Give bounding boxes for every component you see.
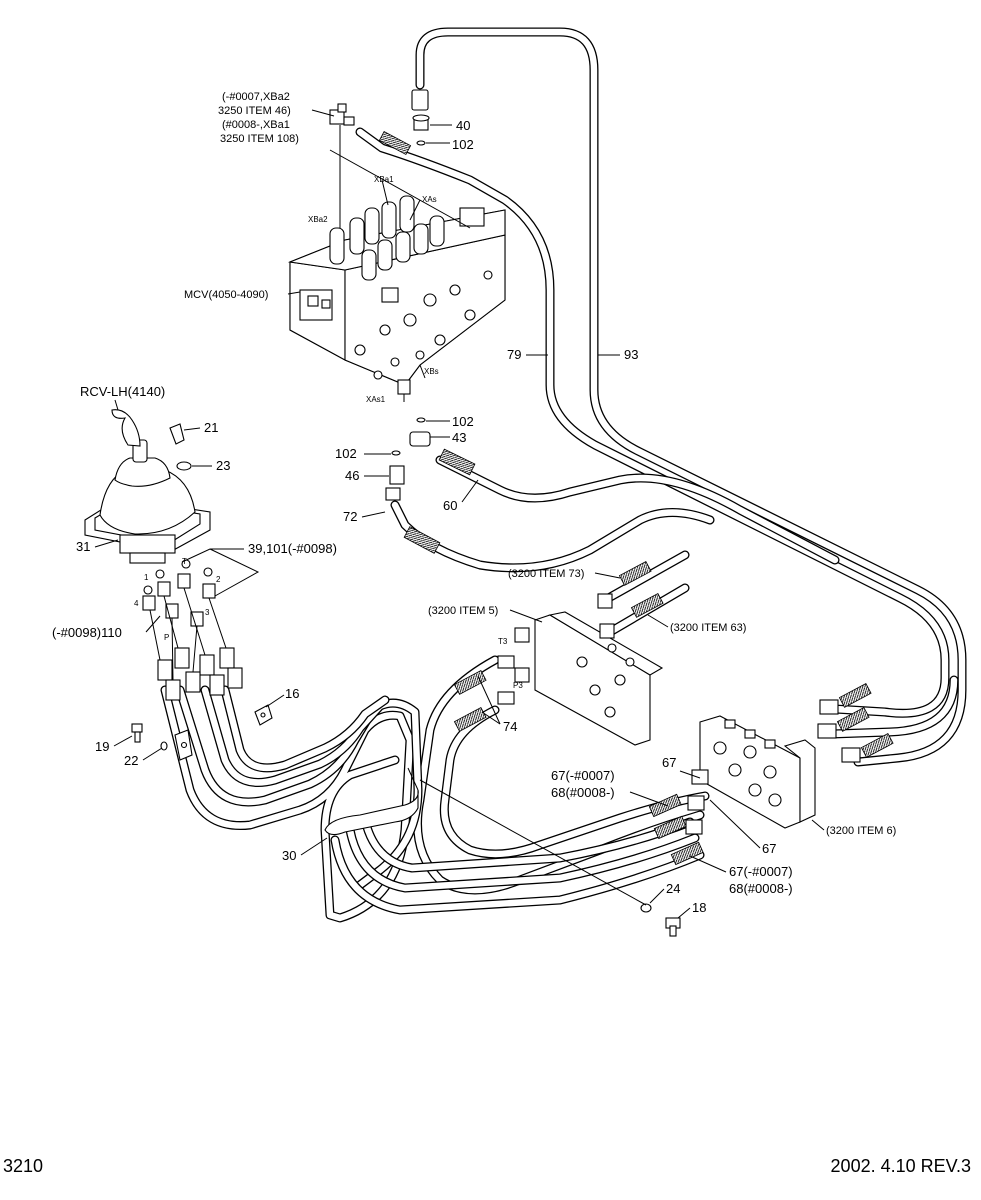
- part-110: (-#0098)110: [52, 625, 122, 640]
- port-label-xba1: XBa1: [374, 175, 394, 184]
- port-p3: P3: [513, 681, 523, 690]
- part-60: 60: [443, 498, 457, 513]
- part-21: 21: [204, 420, 218, 435]
- port-label-xas: XAs: [422, 195, 437, 204]
- hose-72: [390, 500, 715, 573]
- part-102-mid: 102: [452, 414, 474, 429]
- mcv-note-line-3: (#0008-,XBa1: [222, 119, 290, 131]
- item-6-label: (3200 ITEM 6): [826, 825, 896, 837]
- part-67-68-a-line1: 67(-#0007): [551, 768, 615, 783]
- hose-bundle-rcv: [160, 685, 705, 923]
- mcv-note-line-2: 3250 ITEM 46): [218, 105, 291, 117]
- port-num-2: 2: [216, 575, 221, 584]
- part-74: 74: [503, 719, 517, 734]
- mcv-valve-block: [287, 125, 506, 402]
- item-73-label: (3200 ITEM 73): [508, 568, 584, 580]
- port-label-xbs: XBs: [424, 367, 439, 376]
- part-30: 30: [282, 848, 296, 863]
- part-102-low: 102: [335, 446, 357, 461]
- port-label-xba2: XBa2: [308, 215, 328, 224]
- port-t: T: [182, 557, 187, 566]
- part-39-101: 39,101(-#0098): [248, 541, 337, 556]
- fitting-43: [409, 417, 476, 476]
- part-72: 72: [343, 509, 357, 524]
- port-num-4: 4: [134, 599, 139, 608]
- part-67-68-d-line1: 67(-#0007): [729, 864, 793, 879]
- mcv-label: MCV(4050-4090): [184, 289, 268, 301]
- part-16: 16: [285, 686, 299, 701]
- revision-date: 2002. 4.10 REV.3: [830, 1156, 971, 1176]
- port-num-3: 3: [205, 608, 210, 617]
- page-number: 3210: [3, 1156, 44, 1176]
- hose-79-sleeve: [378, 131, 412, 155]
- part-67-c: 67: [762, 841, 776, 856]
- rcv-fittings: [142, 559, 243, 701]
- part-79: 79: [507, 347, 521, 362]
- hose-93b: [827, 675, 959, 739]
- part-19: 19: [95, 739, 109, 754]
- rcv-label: RCV-LH(4140): [80, 384, 165, 399]
- port-num-1: 1: [144, 573, 149, 582]
- rcv-joystick: [84, 409, 211, 564]
- mcv-spool-caps: [329, 195, 445, 281]
- item-63-label: (3200 ITEM 63): [670, 622, 746, 634]
- part-23: 23: [216, 458, 230, 473]
- fitting-xba2: [329, 103, 355, 126]
- part-67-68-a-line2: 68(#0008-): [551, 785, 615, 800]
- port-label-xas1: XAs1: [366, 395, 386, 404]
- bracket-16: [254, 704, 273, 726]
- item-5-label: (3200 ITEM 5): [428, 605, 498, 617]
- part-67-68-d-line2: 68(#0008-): [729, 881, 793, 896]
- port-p: P: [164, 633, 169, 642]
- fitting-40: [411, 89, 430, 146]
- hose-60: [435, 455, 840, 565]
- part-22: 22: [124, 753, 138, 768]
- block-item-6: [648, 683, 894, 866]
- part-67-b: 67: [662, 755, 676, 770]
- hose-79: [355, 127, 950, 718]
- part-31: 31: [76, 539, 90, 554]
- port-t3: T3: [498, 637, 508, 646]
- mcv-fitting-xas1: [397, 379, 411, 402]
- bolt-19: [131, 723, 143, 743]
- mcv-note-line-4: 3250 ITEM 108): [220, 133, 299, 145]
- clamp-30: [324, 767, 419, 836]
- bracket-22: [174, 729, 193, 761]
- mcv-ports: [354, 207, 493, 380]
- mcv-note-line-1: (-#0007,XBa2: [222, 91, 290, 103]
- bolt-18: [665, 917, 681, 937]
- part-24: 24: [666, 881, 680, 896]
- part-43: 43: [452, 430, 466, 445]
- fitting-46: [385, 450, 441, 554]
- part-40: 40: [456, 118, 470, 133]
- part-93: 93: [624, 347, 638, 362]
- part-46: 46: [345, 468, 359, 483]
- part-102-top: 102: [452, 137, 474, 152]
- washer-22: [160, 741, 168, 751]
- washer-24: [640, 903, 652, 913]
- hose-93: [415, 27, 967, 767]
- part-18: 18: [692, 900, 706, 915]
